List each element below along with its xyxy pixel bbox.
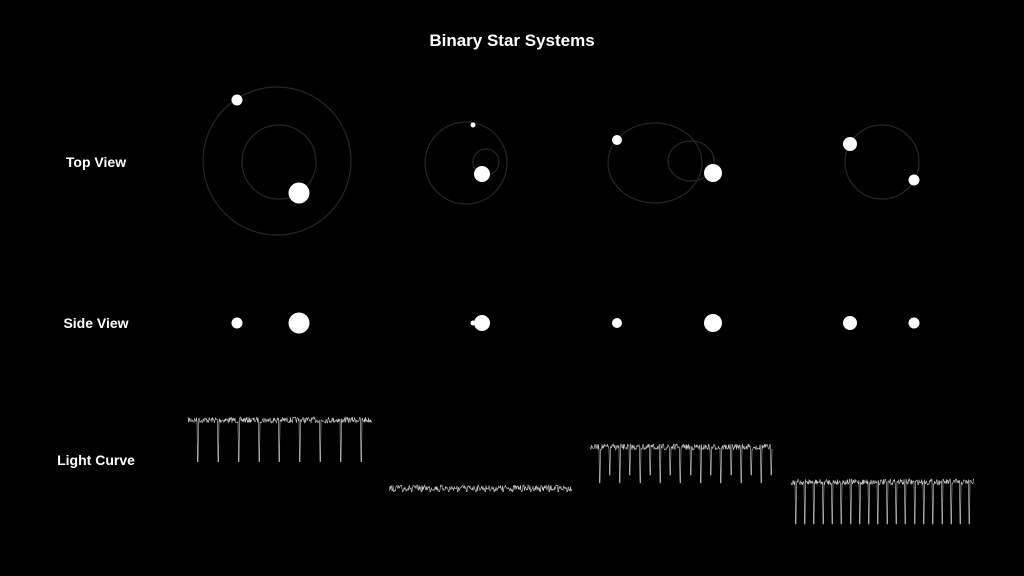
orbit-inner-3	[667, 140, 715, 182]
side-star-3b	[704, 314, 722, 332]
light-curve-3	[589, 443, 773, 484]
orbit-outer-2	[424, 121, 508, 205]
side-star-4b	[908, 317, 920, 329]
row-label-light-curve: Light Curve	[57, 452, 135, 468]
top-views	[202, 86, 920, 236]
side-star-1b	[288, 312, 310, 334]
row-label-top-view: Top View	[65, 154, 127, 170]
side-star-3a	[612, 318, 622, 328]
light-curves	[187, 416, 975, 525]
star-4a	[843, 137, 857, 151]
side-star-1a	[231, 317, 243, 329]
star-1b	[288, 182, 310, 204]
star-2a	[470, 122, 476, 128]
side-star-2b	[474, 315, 490, 331]
star-3a	[612, 135, 622, 145]
stars-side	[231, 312, 920, 334]
orbit-4	[844, 124, 920, 200]
star-1a	[231, 94, 243, 106]
star-2b	[474, 166, 490, 182]
orbit-inner-1	[241, 124, 317, 200]
orbit-outer-1	[202, 86, 352, 236]
light-curve-1	[187, 416, 373, 462]
orbit-outer-3	[607, 122, 703, 204]
side-star-4a	[843, 316, 857, 330]
stars-top	[231, 94, 920, 204]
light-curve-2	[388, 484, 573, 492]
chart-title: Binary Star Systems	[429, 31, 595, 50]
row-label-side-view: Side View	[63, 315, 129, 331]
light-curve-4	[790, 478, 975, 525]
star-3b	[704, 164, 722, 182]
star-4b	[908, 174, 920, 186]
